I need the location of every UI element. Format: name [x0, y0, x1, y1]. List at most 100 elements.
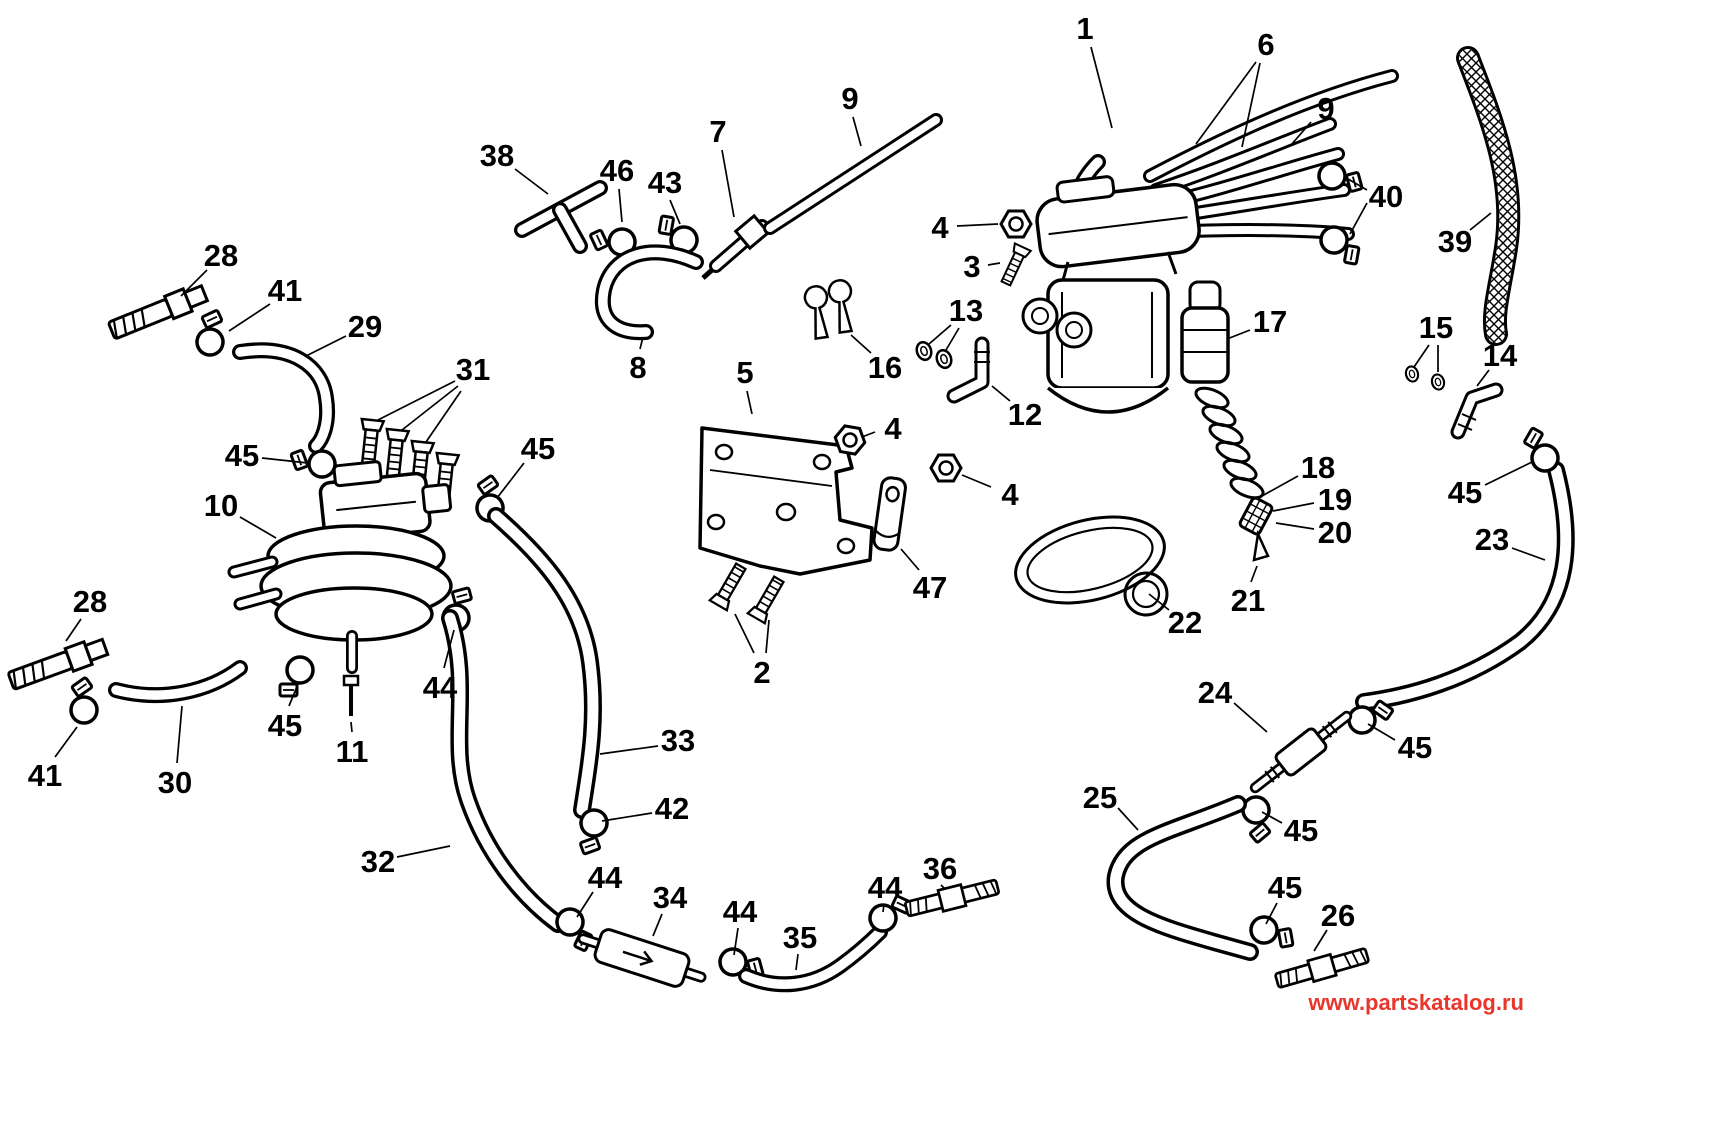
callout-15: 15 [1419, 310, 1453, 345]
callout-46: 46 [600, 153, 634, 188]
callout-25: 25 [1083, 780, 1117, 815]
callout-26: 26 [1321, 898, 1355, 933]
leader-line-44 [576, 891, 594, 918]
callout-9: 9 [1317, 91, 1334, 126]
part-7-connector-fitting [701, 213, 771, 280]
leader-line-30 [176, 705, 183, 764]
leader-line-41 [228, 303, 271, 332]
leader-line-18 [1261, 475, 1299, 497]
callout-19: 19 [1318, 482, 1352, 517]
callout-5: 5 [736, 355, 753, 390]
part-15-ring-a [1403, 364, 1421, 384]
leader-line-25 [1117, 807, 1139, 831]
callout-45: 45 [521, 431, 555, 466]
callout-35: 35 [783, 920, 817, 955]
callout-43: 43 [648, 165, 682, 200]
callout-33: 33 [661, 723, 695, 758]
callout-14: 14 [1483, 338, 1518, 373]
leader-line-24 [1233, 702, 1268, 733]
callout-28: 28 [73, 584, 107, 619]
leader-line-21 [1250, 565, 1258, 583]
callout-9: 9 [841, 81, 858, 116]
callout-16: 16 [868, 350, 902, 385]
leader-line-9 [1290, 121, 1312, 146]
callout-10: 10 [204, 488, 238, 523]
callout-8: 8 [629, 350, 646, 385]
part-47-retainer-clip [872, 476, 907, 552]
part-29-fuel-hose [235, 345, 332, 451]
leader-line-35 [795, 953, 799, 971]
callout-1: 1 [1076, 11, 1093, 46]
part-41-clamp-a [185, 308, 236, 362]
leader-line-34 [652, 913, 663, 937]
part-25-fuel-hose [1110, 798, 1256, 958]
leader-line-45 [1484, 461, 1533, 486]
leader-line-45 [1261, 811, 1283, 824]
leader-line-45 [1265, 902, 1278, 925]
leader-line-7 [721, 149, 735, 218]
part-32-fuel-hose [444, 612, 564, 930]
leader-line-29 [305, 335, 347, 357]
part-15-ring-b [1429, 372, 1447, 392]
leader-line-33 [599, 745, 659, 755]
leader-line-15 [1413, 344, 1430, 368]
part-16-retainer-clips [803, 279, 854, 341]
part-30-fuel-hose [111, 663, 245, 700]
callout-32: 32 [361, 844, 395, 879]
callout-44: 44 [868, 870, 903, 905]
leader-line-8 [639, 336, 644, 350]
callout-41: 41 [28, 758, 62, 793]
callout-40: 40 [1369, 179, 1403, 214]
leader-line-31 [425, 390, 462, 443]
leader-line-42 [601, 812, 653, 822]
leader-line-32 [396, 845, 451, 858]
leader-line-45 [288, 683, 299, 707]
callout-6: 6 [1257, 27, 1274, 62]
callout-45: 45 [225, 438, 259, 473]
leader-line-2 [734, 613, 755, 654]
part-28-barb-fitting-a [105, 280, 211, 344]
callout-4: 4 [884, 411, 902, 446]
part-11-screw [342, 674, 360, 716]
callout-44: 44 [723, 894, 758, 929]
part-8-fuel-hose [598, 247, 701, 337]
leader-line-31 [377, 380, 456, 421]
part-38-tee-fitting [514, 180, 608, 254]
part-24-inline-valve [1249, 710, 1353, 794]
callout-47: 47 [913, 570, 947, 605]
callout-45: 45 [1398, 730, 1432, 765]
leader-line-45 [496, 462, 525, 499]
callout-45: 45 [1448, 475, 1482, 510]
callout-41: 41 [268, 273, 302, 308]
leader-line-6 [1241, 62, 1261, 148]
part-23-fuel-hose [1358, 464, 1572, 708]
leader-line-41 [54, 726, 78, 758]
callout-38: 38 [480, 138, 514, 173]
part-35-fuel-hose [741, 927, 885, 989]
leader-line-23 [1511, 547, 1546, 561]
leader-line-16 [850, 334, 872, 354]
part-41-clamp-b [56, 675, 110, 730]
callout-23: 23 [1475, 522, 1509, 557]
leader-line-28 [65, 618, 82, 642]
part-40-clamp-b [1315, 223, 1364, 266]
leader-line-17 [1226, 329, 1251, 340]
callout-4: 4 [931, 210, 949, 245]
leader-line-14 [1476, 369, 1490, 387]
callout-3: 3 [963, 249, 980, 284]
leader-line-44 [882, 903, 885, 913]
leader-line-4 [956, 223, 999, 227]
leader-line-36 [940, 884, 946, 890]
callout-42: 42 [655, 791, 689, 826]
leader-line-20 [1275, 522, 1315, 530]
callout-44: 44 [588, 860, 623, 895]
leader-line-46 [618, 188, 623, 223]
callout-31: 31 [456, 352, 490, 387]
part-3-bolt [996, 242, 1032, 289]
callout-24: 24 [1198, 675, 1233, 710]
callout-28: 28 [204, 238, 238, 273]
callout-18: 18 [1301, 450, 1335, 485]
leader-line-11 [350, 721, 353, 733]
